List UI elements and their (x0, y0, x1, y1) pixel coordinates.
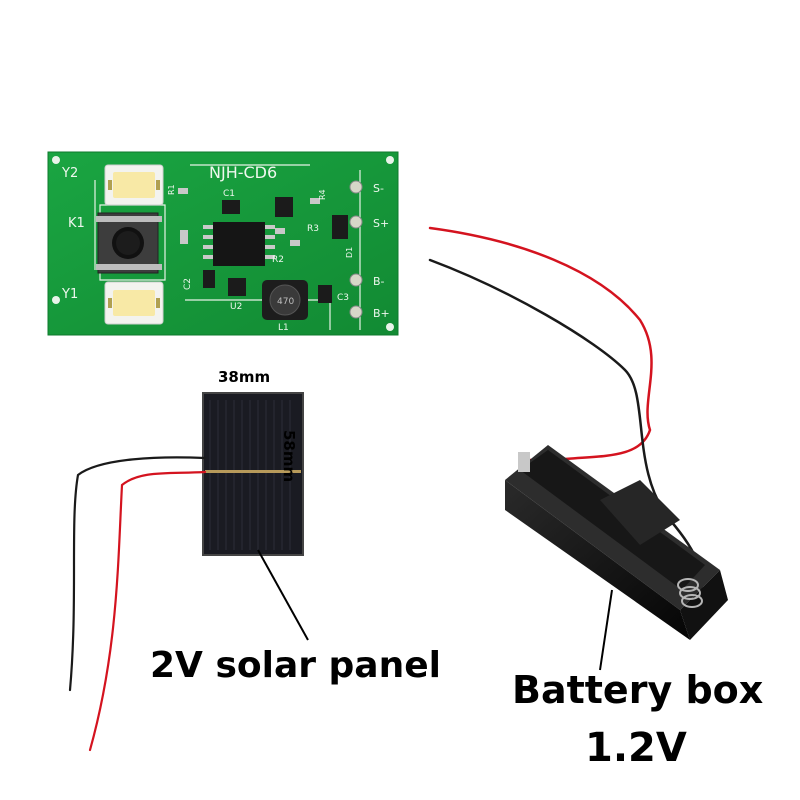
solar-panel-caption: 2V solar panel (150, 645, 441, 686)
led-y2 (104, 164, 164, 206)
solar-panel-pointer (257, 549, 309, 641)
push-button-k1 (96, 212, 162, 274)
pcb-label-k1: K1 (68, 216, 85, 231)
pcb-label-c1: C1 (223, 189, 235, 199)
battery-box-pointer (599, 589, 613, 671)
panel-height-label: 58mm (280, 430, 298, 483)
led-y1 (104, 281, 164, 325)
pcb-label-y1: Y1 (61, 287, 78, 302)
solar-panel-wires (68, 456, 207, 752)
solar-panel (202, 392, 304, 556)
pcb-label-u2: U2 (230, 302, 242, 312)
pcb-model-label: NJH-CD6 (209, 163, 277, 182)
pcb-label-r1: R1 (167, 184, 176, 195)
battery-voltage-caption: 1.2V (585, 725, 687, 771)
pcb-label-r4: R4 (318, 189, 327, 200)
panel-width-label: 38mm (218, 368, 271, 386)
pcb-label-y2: Y2 (61, 166, 78, 181)
pcb-label-c2: C2 (183, 278, 193, 290)
pcb-label-r2: R2 (272, 255, 284, 265)
inductor-l1 (262, 280, 308, 320)
ic-chip (203, 222, 275, 266)
pcb-label-c3: C3 (337, 293, 349, 303)
pcb-label-s-minus: S- (373, 182, 384, 195)
battery-box (505, 445, 728, 640)
pcb-label-b-plus: B+ (373, 307, 390, 320)
pcb-label-d1: D1 (345, 247, 354, 258)
battery-box-caption: Battery box (512, 668, 764, 712)
pcb-label-s-plus: S+ (373, 217, 389, 230)
pcb-board: NJH-CD6 Y2 K1 Y1 C1 C2 C3 R1 R2 R3 R4 U2… (47, 151, 399, 336)
pcb-label-r3: R3 (307, 224, 319, 234)
pcb-label-l1: L1 (278, 323, 289, 333)
inductor-marking: 470 (277, 297, 294, 307)
pcb-label-b-minus: B- (373, 275, 385, 288)
